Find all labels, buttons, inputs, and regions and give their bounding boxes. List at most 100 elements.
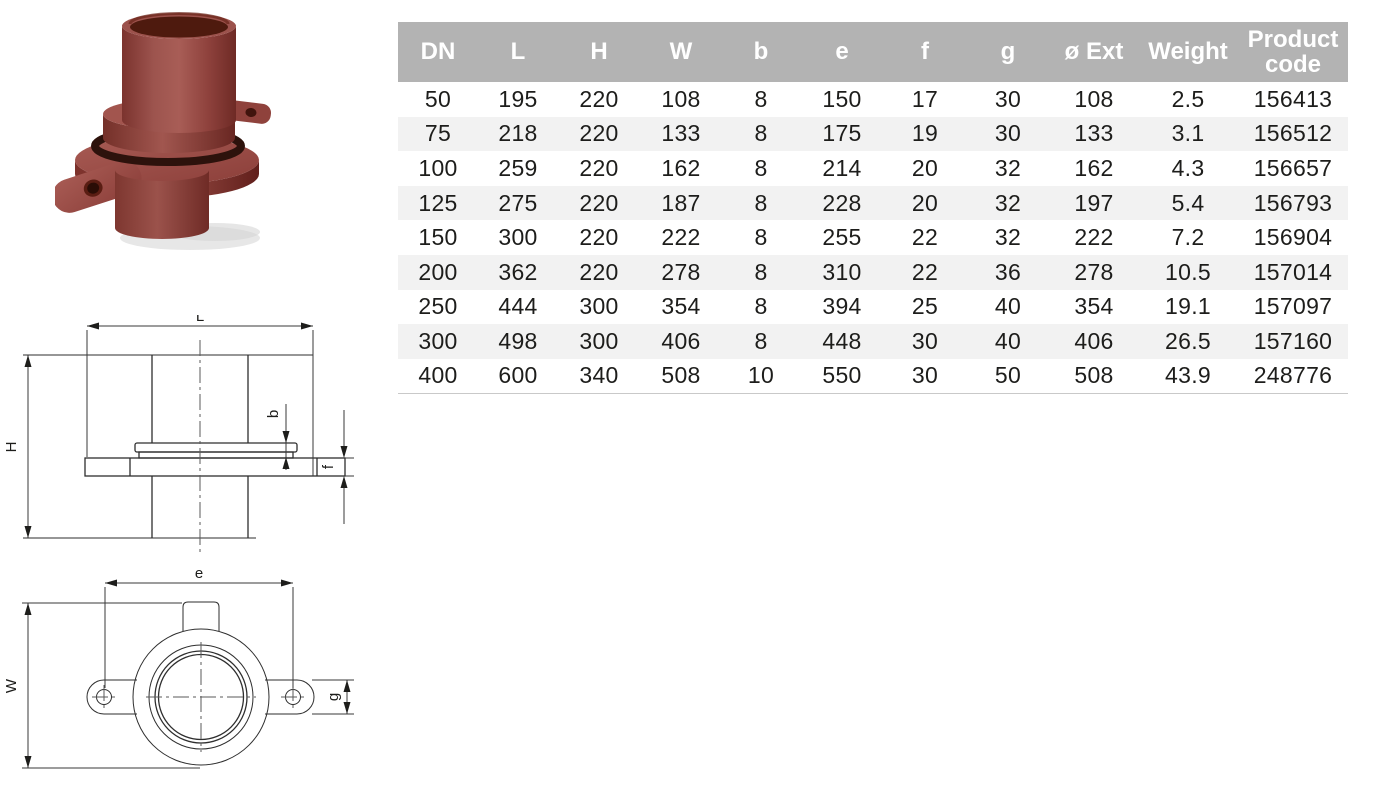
- column-header-g: g: [966, 22, 1050, 82]
- top-view-drawing: e W g: [3, 565, 354, 769]
- dim-label-f: f: [320, 464, 337, 469]
- column-header-e: e: [800, 22, 884, 82]
- cell-b: 8: [754, 293, 768, 320]
- cell-w: 354: [661, 293, 701, 320]
- column-header-product-code: Product code: [1238, 22, 1348, 82]
- cell-h: 220: [579, 120, 619, 147]
- cell-e: 550: [800, 358, 884, 394]
- cell-h: 220: [579, 224, 619, 251]
- cell-b: 10: [722, 358, 800, 394]
- column-header-h: H: [558, 22, 640, 82]
- cell-l: 259: [498, 154, 538, 181]
- cell-ext: 406: [1074, 327, 1114, 354]
- cell-ext: 508: [1050, 358, 1138, 394]
- dim-label-L: L: [196, 315, 204, 325]
- cell-h: 220: [579, 258, 619, 285]
- cell-e: 394: [822, 293, 862, 320]
- cell-l: 498: [498, 327, 538, 354]
- cell-weight: 4.3: [1171, 154, 1205, 181]
- cell-b: 8: [754, 154, 768, 181]
- cell-w: 187: [661, 189, 701, 216]
- cell-dn: 50: [424, 85, 452, 112]
- column-header-l: L: [478, 22, 558, 82]
- column-header-w: W: [640, 22, 722, 82]
- cell-product-code: 156413: [1253, 85, 1333, 112]
- cell-weight: 3.1: [1171, 120, 1205, 147]
- cell-e: 214: [822, 154, 862, 181]
- column-header-weight: Weight: [1138, 22, 1238, 82]
- column-header-b: b: [722, 22, 800, 82]
- cell-b: 8: [754, 224, 768, 251]
- cell-g: 36: [994, 258, 1022, 285]
- dim-label-W: W: [3, 678, 20, 693]
- cell-dn: 125: [418, 189, 458, 216]
- cell-f: 20: [911, 189, 939, 216]
- cell-f: 17: [911, 85, 939, 112]
- cell-w: 508: [640, 358, 722, 394]
- cell-w: 278: [661, 258, 701, 285]
- cell-g: 32: [994, 154, 1022, 181]
- cell-w: 108: [661, 85, 701, 112]
- cell-l: 600: [478, 358, 558, 394]
- cell-dn: 300: [418, 327, 458, 354]
- cell-w: 406: [661, 327, 701, 354]
- cell-h: 220: [579, 154, 619, 181]
- cell-dn: 200: [418, 258, 458, 285]
- cell-e: 228: [822, 189, 862, 216]
- cell-ext: 278: [1074, 258, 1114, 285]
- cell-product-code: 248776: [1238, 358, 1348, 394]
- cell-g: 32: [994, 224, 1022, 251]
- cell-product-code: 156512: [1253, 120, 1333, 147]
- cell-g: 30: [994, 85, 1022, 112]
- cell-e: 310: [822, 258, 862, 285]
- column-header-dn: DN: [398, 22, 478, 82]
- dim-label-b: b: [265, 410, 282, 418]
- cell-h: 300: [579, 293, 619, 320]
- cell-g: 50: [966, 358, 1050, 394]
- dim-label-e: e: [195, 565, 203, 582]
- cell-b: 8: [754, 120, 768, 147]
- cell-ext: 133: [1074, 120, 1114, 147]
- cell-l: 275: [498, 189, 538, 216]
- cell-weight: 5.4: [1171, 189, 1205, 216]
- cell-l: 300: [498, 224, 538, 251]
- column-header-ext: ø Ext: [1050, 22, 1138, 82]
- cell-l: 362: [498, 258, 538, 285]
- cell-f: 30: [911, 327, 939, 354]
- cell-weight: 43.9: [1138, 358, 1238, 394]
- cell-product-code: 156904: [1253, 224, 1333, 251]
- cell-dn: 100: [418, 154, 458, 181]
- cell-l: 195: [498, 85, 538, 112]
- cell-w: 222: [661, 224, 701, 251]
- cell-w: 162: [661, 154, 701, 181]
- cell-weight: 2.5: [1171, 85, 1205, 112]
- cell-b: 8: [754, 258, 768, 285]
- cell-weight: 10.5: [1165, 258, 1211, 285]
- cell-h: 220: [579, 85, 619, 112]
- dim-label-g: g: [325, 693, 342, 701]
- cell-g: 40: [994, 327, 1022, 354]
- cell-e: 175: [822, 120, 862, 147]
- cell-dn: 75: [424, 120, 452, 147]
- cell-e: 255: [822, 224, 862, 251]
- cell-weight: 7.2: [1171, 224, 1205, 251]
- product-photo: [55, 12, 272, 250]
- cell-f: 22: [911, 224, 939, 251]
- cell-product-code: 156793: [1253, 189, 1333, 216]
- cell-e: 448: [822, 327, 862, 354]
- cell-b: 8: [754, 85, 768, 112]
- cell-weight: 19.1: [1165, 293, 1211, 320]
- cell-b: 8: [754, 327, 768, 354]
- cell-ext: 222: [1074, 224, 1114, 251]
- cell-g: 40: [994, 293, 1022, 320]
